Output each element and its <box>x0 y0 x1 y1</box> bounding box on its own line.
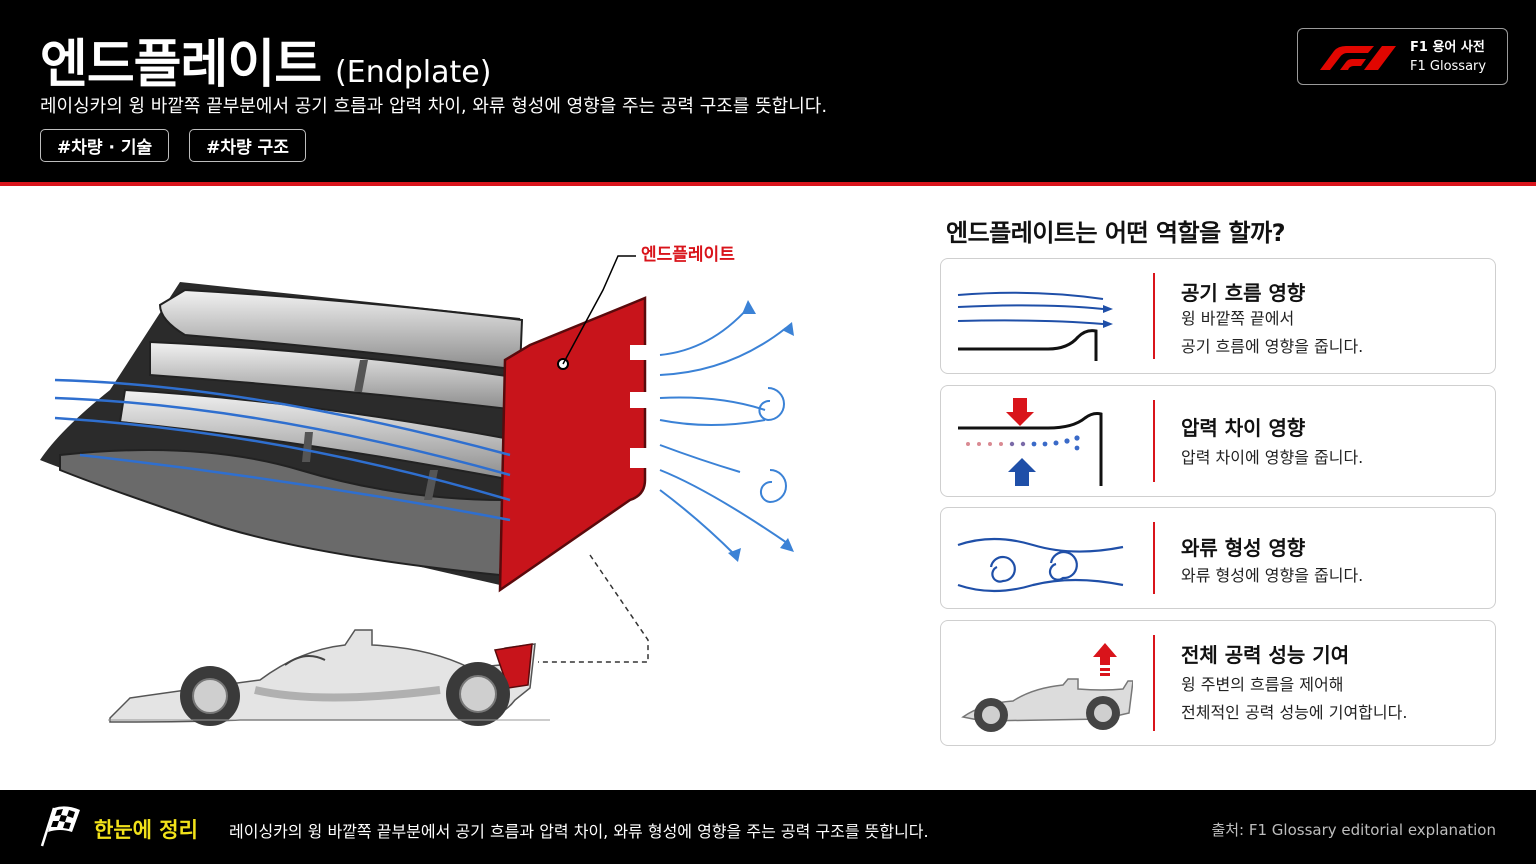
card-title: 공기 흐름 영향 <box>1181 281 1306 305</box>
f1-car-illustration <box>108 629 550 726</box>
page-title-english: (Endplate) <box>335 55 492 90</box>
pressure-icon <box>958 398 1103 486</box>
header: 엔드플레이트 (Endplate) 레이싱카의 윙 바깥쪽 끝부분에서 공기 흐… <box>0 0 1536 182</box>
card-description: 압력 차이에 영향을 줍니다. <box>1181 448 1364 467</box>
card-title: 전체 공력 성능 기여 <box>1181 643 1350 667</box>
title-row: 엔드플레이트 (Endplate) <box>40 22 491 97</box>
summary-label: 한눈에 정리 <box>94 818 198 842</box>
vortex-icon <box>957 537 1124 593</box>
summary-text: 레이싱카의 윙 바깥쪽 끝부분에서 공기 흐름과 압력 차이, 와류 형성에 영… <box>229 822 929 841</box>
airflow-icon <box>957 291 1113 361</box>
roles-heading: 엔드플레이트는 어떤 역할을 할까? <box>946 219 1286 247</box>
card-description: 와류 형성에 영향을 줍니다. <box>1181 566 1364 585</box>
endplate-label: 엔드플레이트 <box>641 245 735 265</box>
page-title: 엔드플레이트 <box>40 35 322 95</box>
card-description: 윙 주변의 흐름을 제어해 전체적인 공력 성능에 기여합니다. <box>1181 675 1408 722</box>
f1-logo-icon <box>1320 45 1396 70</box>
role-card-vortex: 와류 형성 영향 와류 형성에 영향을 줍니다. <box>940 507 1496 609</box>
tag-list: #차량 · 기술 #차량 구조 <box>40 129 306 162</box>
role-card-performance: 전체 공력 성능 기여 윙 주변의 흐름을 제어해 전체적인 공력 성능에 기여… <box>940 620 1496 746</box>
rear-wing-illustration <box>40 255 648 593</box>
page-subtitle: 레이싱카의 윙 바깥쪽 끝부분에서 공기 흐름과 압력 차이, 와류 형성에 영… <box>40 96 828 117</box>
card-title: 압력 차이 영향 <box>1181 416 1306 440</box>
badge-english: F1 Glossary <box>1410 58 1487 74</box>
endplate-shape <box>498 296 647 593</box>
card-title: 와류 형성 영향 <box>1181 536 1306 560</box>
airflow-arrowheads <box>728 300 794 562</box>
header-divider <box>0 182 1536 186</box>
car-performance-icon <box>961 643 1133 732</box>
checkered-flag-icon <box>40 806 80 847</box>
card-description: 윙 바깥쪽 끝에서 공기 흐름에 영향을 줍니다. <box>1181 309 1364 356</box>
tag-vehicle-structure[interactable]: #차량 구조 <box>189 129 306 162</box>
endplate-diagram <box>40 255 794 726</box>
incoming-airflow-lines <box>54 378 511 522</box>
badge-korean: F1 용어 사전 <box>1410 39 1485 55</box>
source-credit: 출처: F1 Glossary editorial explanation <box>1211 821 1496 839</box>
glossary-badge: F1 용어 사전 F1 Glossary <box>1297 28 1508 85</box>
role-card-pressure: 압력 차이 영향 압력 차이에 영향을 줍니다. <box>940 385 1496 497</box>
footer: 한눈에 정리 레이싱카의 윙 바깥쪽 끝부분에서 공기 흐름과 압력 차이, 와… <box>0 790 1536 864</box>
role-card-airflow: 공기 흐름 영향 윙 바깥쪽 끝에서 공기 흐름에 영향을 줍니다. <box>940 258 1496 374</box>
tag-vehicle-tech[interactable]: #차량 · 기술 <box>40 129 170 162</box>
outgoing-airflow-arrows <box>659 307 791 556</box>
